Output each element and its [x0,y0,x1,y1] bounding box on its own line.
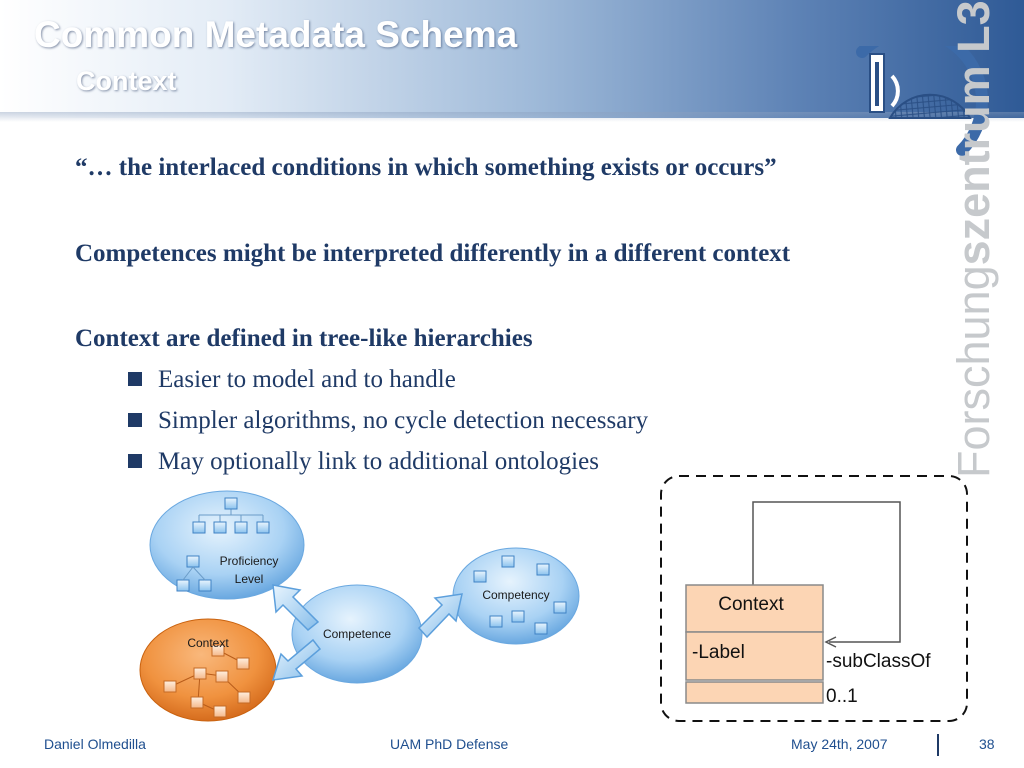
footer-event: UAM PhD Defense [390,736,509,752]
competency-node: Competency [452,547,580,645]
context-label: Context [187,636,229,650]
competence-label: Competence [323,627,391,641]
definition-quote: “… the interlaced conditions in which so… [75,154,777,181]
uml-role-label: -subClassOf [826,651,931,672]
footer-divider [937,734,939,756]
page-number: 38 [979,736,995,752]
arrow-to-proficiency-icon [272,584,320,632]
title-banner [0,0,1024,118]
concept-diagram: Proficiency Level Competency Context [139,490,580,722]
association-arrowhead-icon [824,636,837,648]
competence-interpretation-text: Competences might be interpreted differe… [75,240,791,267]
bullet-item: May optionally link to additional ontolo… [128,446,599,478]
self-association-line [752,501,901,643]
arrow-to-competency-icon [417,593,463,639]
bullet-text: Easier to model and to handle [158,366,456,393]
watermark-text-light: Forschung [948,265,999,478]
institute-dome-logo-icon [856,46,988,156]
competence-node: Competence [291,584,423,684]
bullet-square-icon [128,413,142,427]
uml-attribute: -Label [692,642,745,663]
slide-title: Common Metadata Schema [34,14,518,55]
bullet-item: Simpler algorithms, no cycle detection n… [128,405,648,437]
proficiency-level-node: Proficiency Level [149,490,305,600]
competency-label: Competency [482,588,549,602]
dashed-boundary [660,475,968,722]
context-node: Context [139,618,277,722]
watermark-text-bold: szentrum L3S [948,0,999,266]
bullet-square-icon [128,372,142,386]
footer-date: May 24th, 2007 [791,736,888,752]
context-class-box: Context -Label [685,584,824,704]
bullet-item: Easier to model and to handle [128,364,456,396]
arrow-to-context-icon [271,638,322,681]
bullet-text: May optionally link to additional ontolo… [158,448,599,475]
bullet-square-icon [128,454,142,468]
bullet-text: Simpler algorithms, no cycle detection n… [158,407,649,434]
institute-watermark: Forschungszentrum L3S [944,0,1004,478]
proficiency-label-line1: Proficiency [220,554,279,568]
uml-class-name: Context [718,594,784,615]
uml-multiplicity-label: 0..1 [826,686,858,707]
footer-author: Daniel Olmedilla [44,736,146,752]
uml-class-diagram: Context -Label -subClassOf 0..1 [660,475,968,722]
hierarchy-text: Context are defined in tree-like hierarc… [75,325,533,352]
slide-subtitle: Context [76,66,177,96]
title-banner-shadow [0,112,1024,122]
proficiency-label-line2: Level [235,572,264,586]
